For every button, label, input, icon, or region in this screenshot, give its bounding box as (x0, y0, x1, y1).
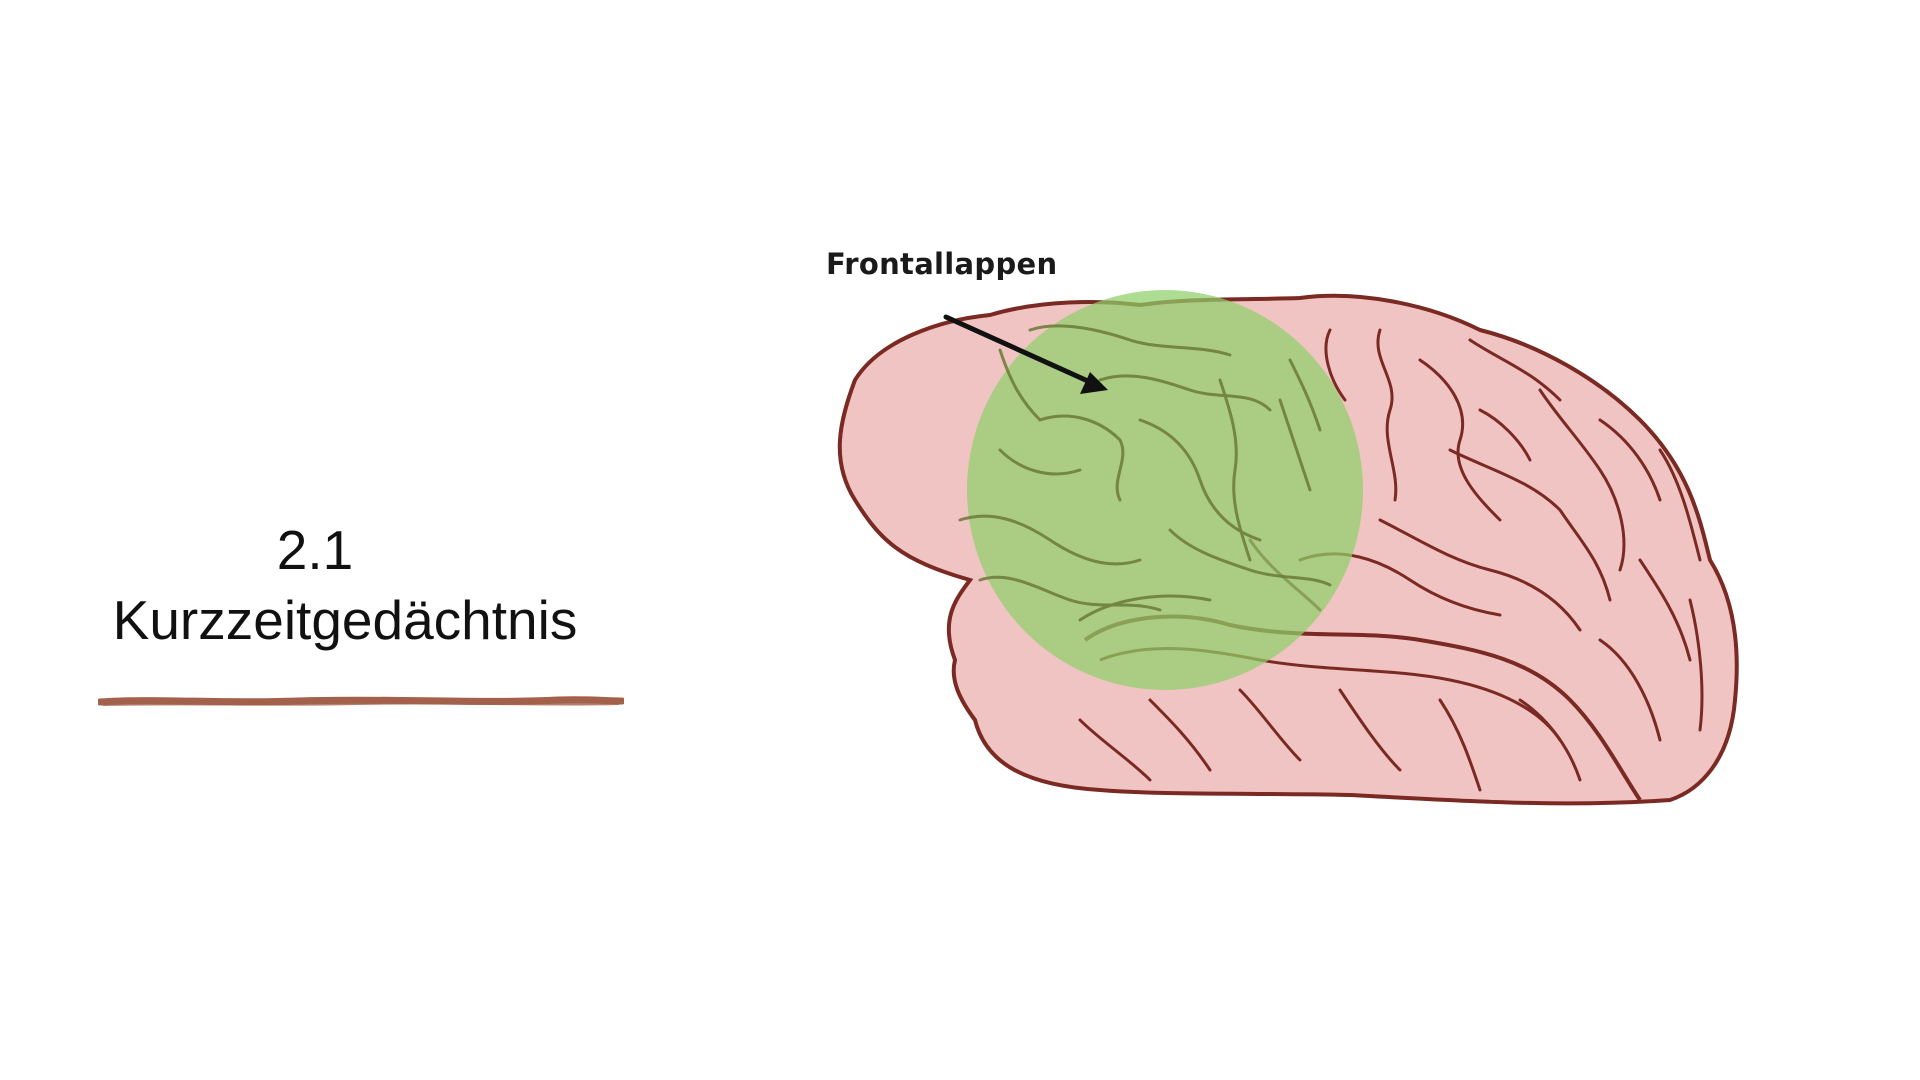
frontal-lobe-label: Frontallappen (826, 247, 1058, 281)
title-underline (98, 696, 624, 706)
slide-title: 2.1 Kurzzeitgedächtnis (60, 515, 630, 655)
arrow-pointer-icon (943, 314, 1108, 394)
section-number: 2.1 (276, 519, 354, 581)
section-title: Kurzzeitgedächtnis (112, 589, 578, 651)
frontal-lobe-highlight (958, 290, 1363, 690)
